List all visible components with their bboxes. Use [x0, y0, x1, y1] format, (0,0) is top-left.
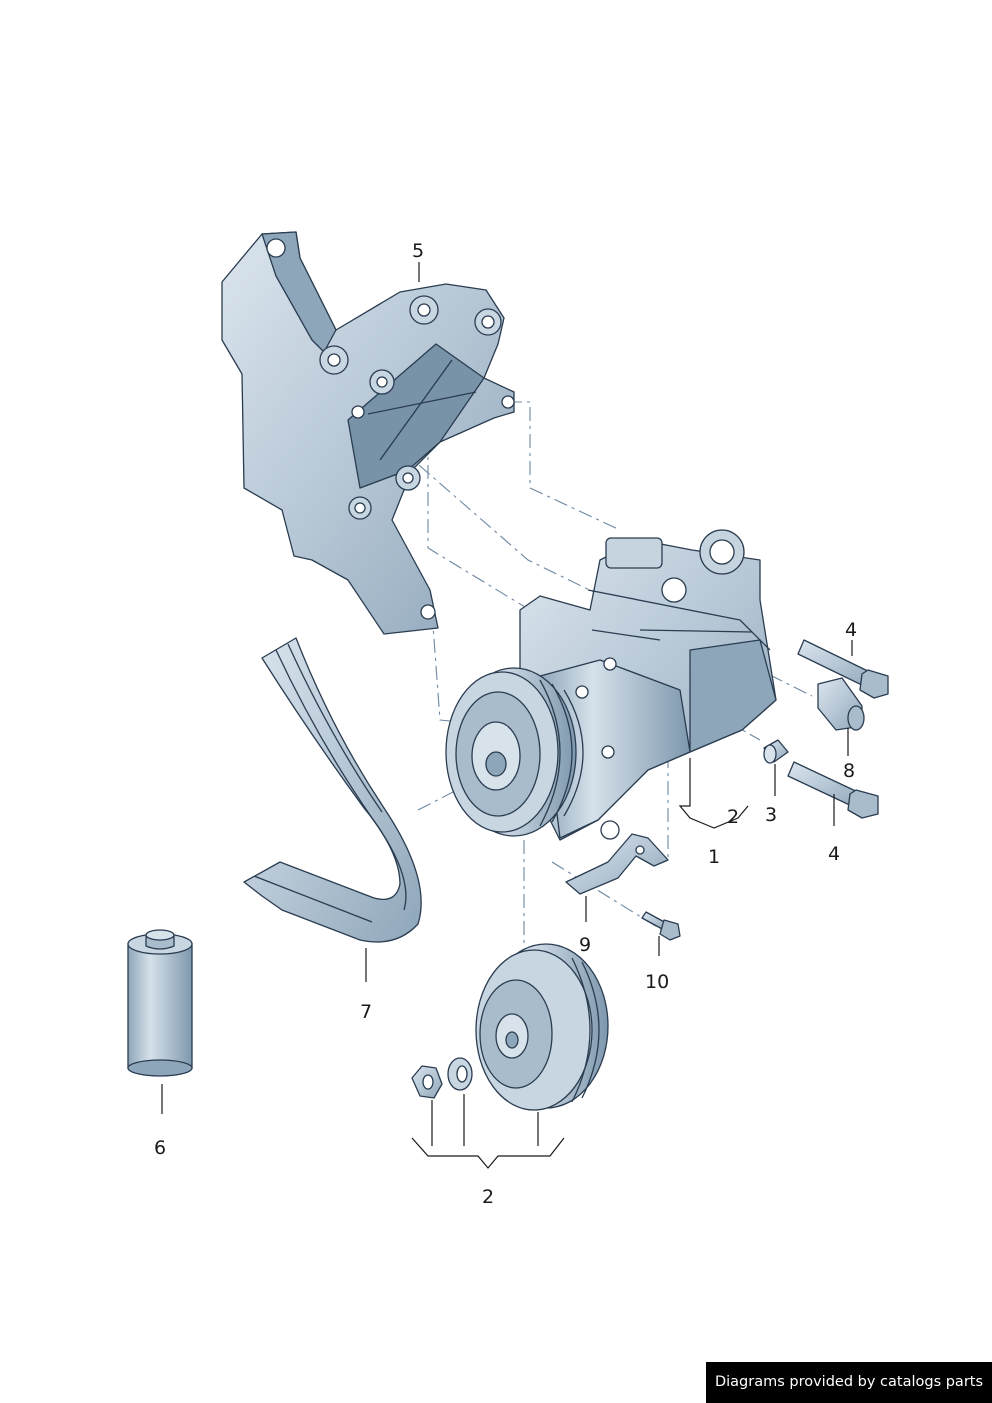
callout-2-compressor: 2: [727, 806, 739, 828]
ac-compressor: [519, 529, 777, 841]
poly-v-belt: [243, 637, 422, 943]
callout-9: 9: [579, 934, 591, 956]
pulley-nut: [411, 1065, 443, 1099]
mounting-bracket: [221, 231, 515, 635]
line-retaining-clip: [565, 833, 669, 895]
self-tapping-screw: [641, 911, 681, 941]
callout-2-pulley: 2: [482, 1186, 494, 1208]
callout-10: 10: [645, 971, 669, 993]
bracket-bolt-hole: [266, 238, 286, 258]
callout-4-upper: 4: [845, 619, 857, 641]
callout-6: 6: [154, 1137, 166, 1159]
callout-8: 8: [843, 760, 855, 782]
electrical-connector: [817, 677, 865, 731]
callout-7: 7: [360, 1001, 372, 1023]
callout-4-lower: 4: [828, 843, 840, 865]
compressor-clutch-pulley: [445, 667, 584, 837]
compressor-oil-can: [127, 929, 193, 1077]
belt-pulley: [475, 943, 609, 1111]
callout-leaders: [161, 262, 853, 1169]
callout-5: 5: [412, 240, 424, 262]
bushing-sleeve: [763, 739, 789, 764]
callout-3: 3: [765, 804, 777, 826]
pulley-washer: [447, 1057, 473, 1091]
bolt-upper: [797, 639, 889, 699]
diagram-credit-footer: Diagrams provided by catalogs parts: [706, 1362, 992, 1403]
callout-1: 1: [708, 846, 720, 868]
bolt-lower: [787, 761, 879, 819]
